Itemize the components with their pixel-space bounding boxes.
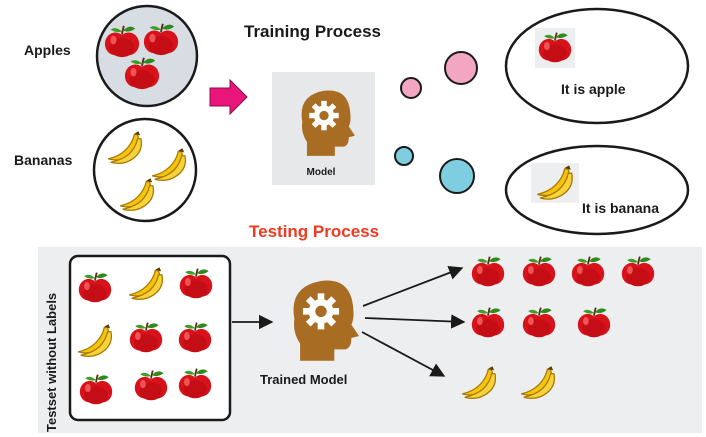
trained-model-label: Trained Model — [260, 372, 347, 387]
bananas-label: Bananas — [14, 152, 73, 168]
cyan-bubble-small — [394, 146, 414, 166]
training-title: Training Process — [244, 22, 381, 41]
output-arrow-top — [362, 265, 464, 307]
testset-side-label: Testset without Labels — [44, 293, 59, 432]
testing-title: Testing Process — [249, 222, 379, 241]
output-arrow-bottom — [361, 331, 446, 377]
apples-group-circle — [95, 4, 199, 108]
pink-bubble-large — [444, 51, 478, 85]
pink-arrow-icon — [209, 78, 248, 116]
model-label: Model — [307, 167, 336, 178]
apple-result-ellipse — [504, 7, 690, 125]
apples-label: Apples — [24, 42, 71, 58]
bananas-group-circle — [92, 117, 198, 223]
output-arrow-middle — [364, 314, 466, 329]
apple-result-text: It is apple — [561, 81, 626, 97]
banana-result-text: It is banana — [582, 200, 659, 216]
pink-bubble-small — [400, 77, 422, 99]
cyan-bubble-large — [439, 158, 475, 194]
